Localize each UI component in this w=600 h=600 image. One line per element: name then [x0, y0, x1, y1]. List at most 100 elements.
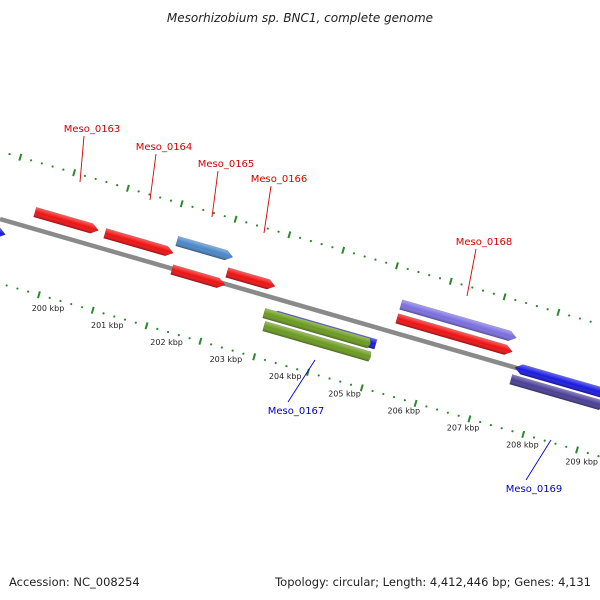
- ruler-major-tick: [90, 306, 95, 314]
- gene-arrow-meso-0164[interactable]: [103, 228, 175, 257]
- ruler-dot: [492, 292, 495, 295]
- gene-arrow-meso-0167-body[interactable]: [262, 320, 372, 362]
- ruler-dot: [500, 427, 503, 430]
- ruler-dot: [543, 439, 546, 442]
- ruler-major-tick: [72, 169, 77, 177]
- feature-arrow-left-edge[interactable]: [0, 224, 7, 239]
- feature-arrow-red-large[interactable]: [395, 313, 514, 357]
- ruler-dot: [471, 286, 474, 289]
- ruler-dot: [525, 301, 528, 305]
- ruler-dot: [489, 423, 493, 427]
- ruler-dot: [578, 317, 582, 320]
- ruler-dot: [428, 274, 431, 277]
- ruler-dot: [62, 168, 65, 171]
- gene-label[interactable]: Meso_0168: [456, 237, 513, 248]
- ruler-dot: [436, 408, 439, 411]
- ruler-major-tick: [144, 322, 149, 330]
- gene-label-leader: [287, 359, 316, 403]
- gene-arrow-shading: [225, 267, 276, 290]
- feature-arrow-blue-right[interactable]: [514, 363, 600, 399]
- tick-label: 203 kbp: [210, 355, 243, 364]
- ruler-dot: [532, 436, 536, 439]
- gene-arrow-meso-0169[interactable]: [509, 374, 600, 411]
- feature-arrow-red[interactable]: [170, 264, 227, 290]
- ruler-dot: [296, 368, 299, 371]
- tick-label: 204 kbp: [269, 372, 302, 381]
- ruler-dot: [220, 346, 223, 349]
- gene-label[interactable]: Meso_0166: [251, 174, 308, 185]
- ruler-major-tick: [18, 153, 23, 161]
- ruler-major-tick: [521, 430, 526, 439]
- ruler-dot: [245, 221, 248, 224]
- ruler-dot: [535, 305, 538, 308]
- ruler-dot: [266, 227, 269, 230]
- gene-arrow-shading: [515, 364, 600, 399]
- ruler-major-tick: [359, 384, 364, 392]
- gene-label-leader: [525, 439, 552, 481]
- ruler-major-tick: [502, 293, 507, 301]
- ruler-dot: [59, 299, 62, 303]
- gene-arrow-meso-0168[interactable]: [399, 299, 518, 343]
- ruler-major-tick: [125, 184, 130, 192]
- tick-label: 207 kbp: [447, 424, 480, 433]
- ruler-major-tick: [341, 246, 346, 254]
- ruler-major-tick: [233, 215, 238, 223]
- tick-label: 209 kbp: [565, 458, 598, 467]
- gene-features: [33, 206, 600, 411]
- ruler-dot: [479, 420, 482, 424]
- gene-arrow-shading: [395, 313, 513, 355]
- ruler-dot: [210, 343, 213, 346]
- tick-label: 201 kbp: [91, 321, 124, 330]
- ruler-dot: [70, 302, 73, 306]
- ruler-dot: [554, 442, 557, 445]
- gene-labels: Meso_0163Meso_0164Meso_0165Meso_0166Meso…: [64, 124, 563, 495]
- gene-arrow-shading: [170, 264, 225, 288]
- ruler-dot: [83, 174, 86, 177]
- ruler-dot: [597, 455, 600, 458]
- gene-arrow-meso-0165[interactable]: [175, 235, 235, 262]
- ruler-dot: [274, 361, 277, 365]
- ruler-dot: [134, 321, 137, 324]
- gene-label-leader: [149, 153, 157, 201]
- ruler-dot: [159, 196, 162, 199]
- gene-label[interactable]: Meso_0163: [64, 124, 121, 135]
- ruler-major-tick: [575, 446, 579, 454]
- tick-label: 206 kbp: [387, 406, 420, 415]
- ruler: [5, 153, 600, 458]
- gene-label[interactable]: Meso_0164: [136, 142, 193, 153]
- ruler-dot: [425, 405, 428, 408]
- gene-arrow-shading: [33, 207, 99, 234]
- tick-label: 205 kbp: [328, 389, 361, 398]
- ruler-dot: [8, 153, 11, 156]
- inner-ruler-ring: [5, 284, 600, 458]
- ruler-dot: [102, 312, 105, 315]
- ruler-dot: [320, 242, 323, 246]
- ruler-dot: [40, 162, 43, 165]
- topology-text: Topology: circular; Length: 4,412,446 bp…: [274, 575, 591, 589]
- gene-arrow-shading: [103, 228, 174, 256]
- ruler-dot: [166, 330, 170, 334]
- ruler-dot: [51, 165, 54, 168]
- gene-label-leader: [211, 170, 219, 218]
- ruler-dot: [29, 159, 33, 162]
- gene-arrow-shading: [262, 308, 371, 349]
- gene-arrow-meso-0167[interactable]: [262, 307, 372, 349]
- gene-label[interactable]: Meso_0169: [506, 484, 563, 495]
- gene-label[interactable]: Meso_0165: [198, 159, 255, 170]
- ruler-dot: [27, 290, 30, 293]
- ruler-dot: [374, 258, 377, 261]
- ruler-major-tick: [179, 200, 184, 208]
- ruler-dot: [339, 380, 342, 383]
- ruler-dot: [565, 445, 568, 448]
- ruler-dot: [382, 392, 385, 396]
- ruler-dot: [392, 396, 396, 399]
- gene-label[interactable]: Meso_0167: [268, 406, 325, 417]
- gene-arrow-shading: [262, 321, 372, 362]
- ruler-dot: [48, 296, 51, 299]
- tick-label: 200 kbp: [32, 304, 65, 313]
- gene-arrow-meso-0166[interactable]: [225, 267, 277, 291]
- ruler-major-tick: [448, 277, 453, 285]
- gene-arrow-meso-0163[interactable]: [33, 206, 100, 235]
